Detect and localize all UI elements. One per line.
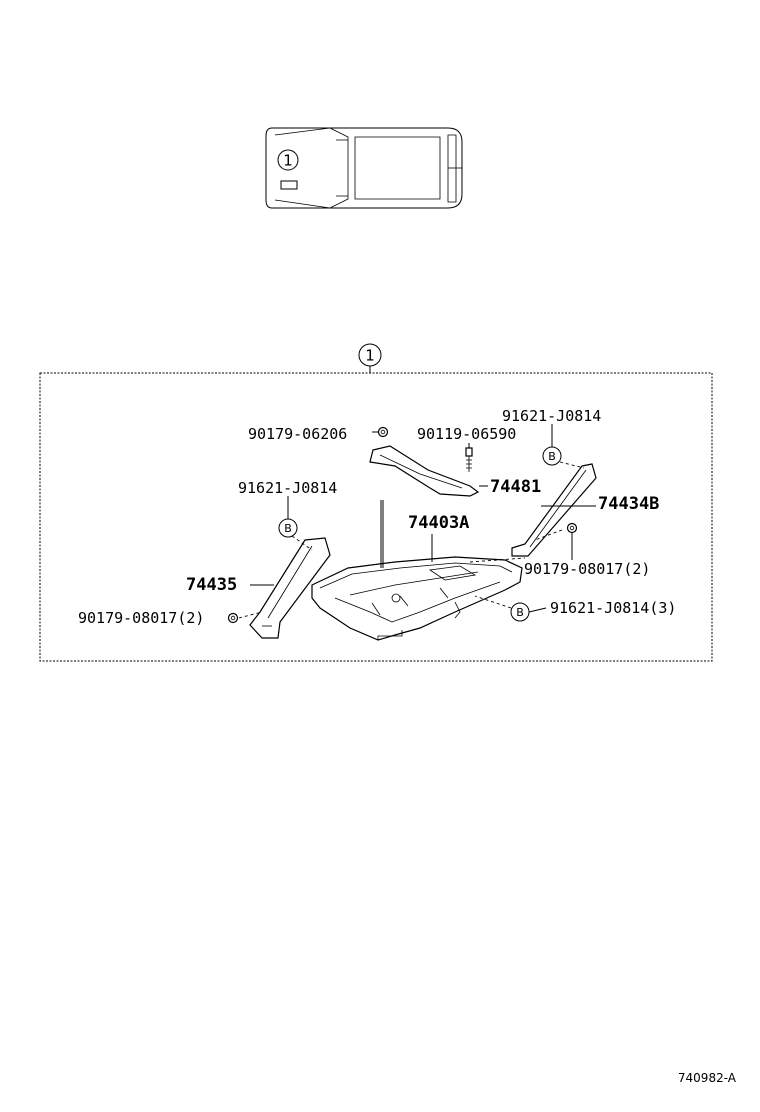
- label-91621-J0814-3: 91621-J0814(3): [550, 599, 676, 617]
- nut-90179-08017-left-icon: [227, 612, 239, 624]
- nut-90179-08017-right-icon: [566, 522, 578, 534]
- label-90119-06590: 90119-06590: [417, 425, 516, 443]
- diagram-code: 740982-A: [678, 1071, 737, 1085]
- svg-text:B: B: [516, 606, 524, 619]
- bolt-marker-top: B: [542, 446, 562, 466]
- label-91621-J0814-left: 91621-J0814: [238, 479, 337, 497]
- label-74435: 74435: [186, 575, 237, 595]
- battery-tray-74403A: [311, 556, 523, 641]
- svg-text:B: B: [284, 522, 292, 535]
- label-90179-06206: 90179-06206: [248, 425, 347, 443]
- vehicle-overview: 1: [265, 127, 463, 209]
- bracket-74434B: [511, 463, 597, 557]
- battery-location-marker: [280, 180, 298, 190]
- detail-callout-number: 1: [365, 347, 375, 365]
- nut-90179-06206-icon: [377, 426, 389, 438]
- label-74403A: 74403A: [408, 513, 469, 533]
- label-91621-J0814-top: 91621-J0814: [502, 407, 601, 425]
- label-74434B: 74434B: [598, 494, 659, 514]
- label-90179-08017-left: 90179-08017(2): [78, 609, 204, 627]
- detail-frame: [39, 372, 713, 662]
- overview-callout-number: 1: [283, 152, 293, 170]
- bolt-marker-right: B: [510, 602, 530, 622]
- leader-lines: [238, 424, 596, 619]
- battery-clamp-74481: [369, 445, 480, 497]
- bolt-90119-06590-icon: [465, 447, 473, 472]
- label-90179-08017-right: 90179-08017(2): [524, 560, 650, 578]
- svg-text:B: B: [548, 450, 556, 463]
- bracket-74435: [249, 537, 331, 639]
- bolt-marker-left: B: [278, 518, 298, 538]
- overview-callout-circle: [277, 149, 299, 171]
- label-74481: 74481: [490, 477, 541, 497]
